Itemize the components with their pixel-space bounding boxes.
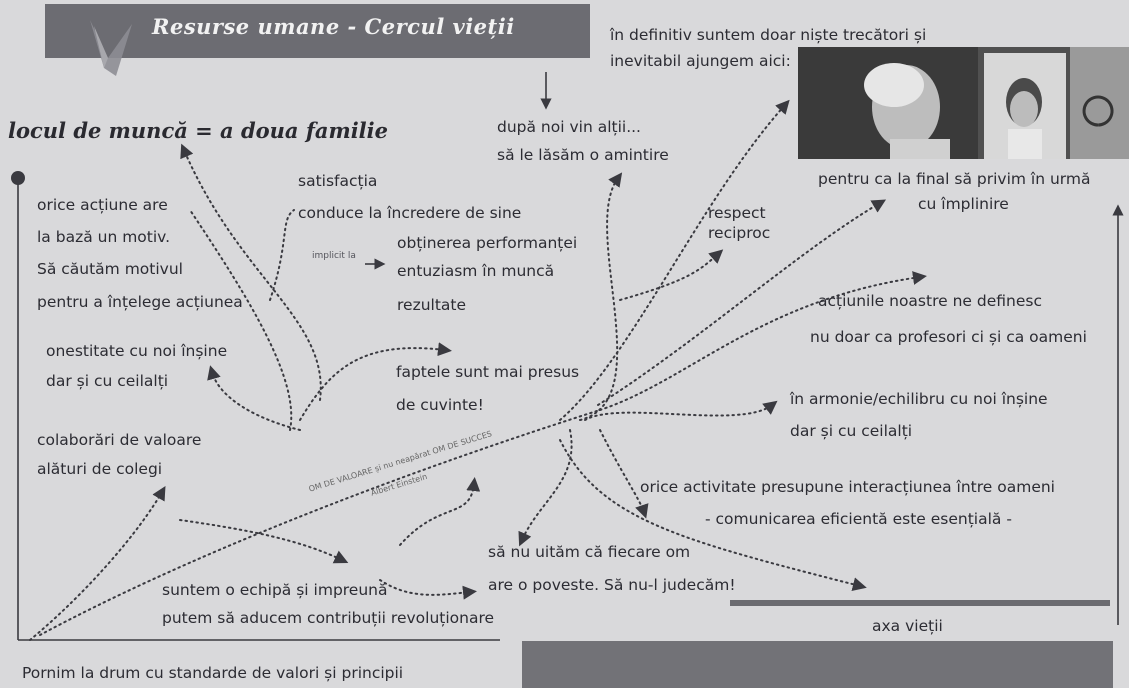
harmony-line2: dar și cu ceilalți [790, 422, 913, 440]
bottom-bar [522, 641, 1113, 688]
team-line1: suntem o echipă și impreună [162, 581, 388, 599]
facts-line2: de cuvinte! [396, 396, 484, 414]
honesty-line2: dar și cu ceilalți [46, 372, 169, 390]
satisfaction-line1: satisfacția [298, 172, 378, 190]
facts-line1: faptele sunt mai presus [396, 363, 580, 381]
photo-old-and-young [798, 47, 1129, 159]
actions-line2: nu doar ca profesori ci și ca oameni [810, 328, 1087, 346]
motive-line3: Să căutăm motivul [37, 260, 183, 278]
collab-line2: alături de colegi [37, 460, 163, 478]
branch-axis [559, 439, 867, 592]
branch-story [518, 429, 573, 547]
implicit-label: implicit la [312, 251, 356, 261]
start-text: Pornim la drum cu standarde de valori și… [22, 664, 404, 682]
branch-fulfillment [597, 199, 887, 406]
end-goal-line2: cu împlinire [918, 195, 1009, 213]
respect-line2: reciproc [708, 224, 771, 242]
headline: locul de muncă = a doua familie [8, 118, 388, 143]
branch-quote [399, 477, 481, 546]
branch-facts [299, 342, 452, 421]
implicit-line2: entuziasm în muncă [397, 262, 555, 280]
axis-label: axa vieții [872, 617, 943, 635]
motive-line1: orice acțiune are [37, 196, 168, 214]
story-line1: să nu uităm că fiecare om [488, 543, 691, 561]
branch-motive [189, 209, 293, 431]
satisfaction-line2: conduce la încredere de sine [298, 204, 522, 222]
axis-origin-dot [11, 171, 25, 185]
branch-satisfaction [269, 209, 295, 301]
main-trunk-line [39, 409, 601, 636]
interaction-line1: orice activitate presupune interacțiunea… [640, 478, 1055, 496]
implicit-line3: rezultate [397, 296, 467, 314]
branch-story-arrow [379, 579, 477, 600]
motive-line4: pentru a înțelege acțiunea [37, 293, 243, 311]
title-bar [45, 4, 590, 58]
respect-line1: respect [708, 204, 766, 222]
honesty-line1: onestitate cu noi înșine [46, 342, 228, 360]
bird-logo-icon [90, 20, 132, 76]
branch-photo [559, 99, 790, 421]
branch-team [179, 519, 349, 564]
branch-harmony [584, 400, 778, 421]
page-title: Resurse umane - Cercul vieții [152, 14, 515, 39]
after-us-line1: după noi vin alții... [497, 118, 641, 136]
branch-honesty [207, 365, 301, 431]
collab-line1: colaborări de valoare [37, 431, 202, 449]
motive-line2: la bază un motiv. [37, 228, 171, 246]
branch-actions [599, 271, 927, 411]
after-us-line2: să le lăsăm o amintire [497, 146, 669, 164]
implicit-line1: obținerea performanței [397, 234, 578, 252]
top-text-line2: inevitabil ajungem aici: [610, 52, 791, 70]
harmony-line1: în armonie/echilibru cu noi înșine [790, 390, 1048, 408]
photo-image [798, 47, 1129, 159]
branch-respect [619, 249, 724, 301]
life-axis-bar [730, 600, 1110, 606]
top-text-line1: în definitiv suntem doar niște trecători… [610, 26, 927, 44]
branch-headline [180, 143, 322, 401]
actions-line1: acțiunile noastre ne definesc [818, 292, 1042, 310]
branch-collab [29, 485, 166, 641]
story-line2: are o poveste. Să nu-l judecăm! [488, 576, 736, 594]
team-line2: putem să aducem contribuții revoluționar… [162, 609, 495, 627]
branch-interaction [599, 429, 649, 519]
interaction-line2: - comunicarea eficientă este esențială - [705, 510, 1012, 528]
branch-memory [579, 172, 623, 421]
end-goal-line1: pentru ca la final să privim în urmă [818, 170, 1091, 188]
